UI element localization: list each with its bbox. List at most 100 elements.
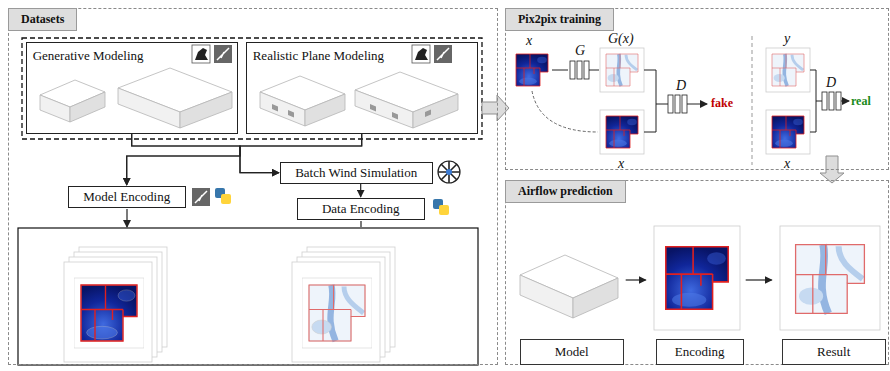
building-illustration xyxy=(272,104,431,119)
box-label: Generative Modeling xyxy=(33,48,144,64)
prediction-figure xyxy=(573,278,618,318)
output-label: fake xyxy=(711,97,733,109)
rhino-icon xyxy=(195,48,208,60)
building-illustration xyxy=(118,88,180,128)
building-illustration xyxy=(70,92,105,122)
pix2pix-figure xyxy=(552,70,568,71)
wind-icon xyxy=(438,161,460,183)
stage-column: Encoding xyxy=(648,215,744,365)
rhino-icon xyxy=(192,45,210,63)
pix2pix-figure xyxy=(602,112,642,152)
flow-line xyxy=(360,221,361,227)
group-outline xyxy=(22,38,482,139)
image-stack xyxy=(74,278,144,348)
box-label: Data Encoding xyxy=(322,201,400,217)
grasshopper-icon xyxy=(214,45,232,63)
pix2pix-figure xyxy=(768,50,808,90)
process-box: Batch Wind Simulation xyxy=(280,162,433,184)
panel-title: Pix2pix training xyxy=(505,8,614,31)
modeling-box: Generative Modeling xyxy=(26,42,238,134)
connector xyxy=(626,279,646,280)
connector xyxy=(132,134,279,173)
pix2pix-figure xyxy=(822,92,827,110)
pix2pix-figure xyxy=(584,61,589,79)
box-label: Result xyxy=(817,344,850,360)
pix2pix-figure xyxy=(600,48,644,92)
rhino-icon xyxy=(415,48,428,60)
label-box: Result xyxy=(782,339,886,365)
stage-column: Model xyxy=(512,215,624,365)
image-stack xyxy=(292,262,380,362)
flow-line xyxy=(126,209,127,227)
grasshopper-icon xyxy=(437,48,449,60)
building-illustration xyxy=(180,92,232,128)
wind-icon xyxy=(438,161,460,183)
prediction-figure xyxy=(520,275,573,318)
box-label: Encoding xyxy=(675,344,725,360)
wind-icon xyxy=(446,169,452,175)
building-illustration xyxy=(260,92,305,126)
modeling-box: Realistic Plane Modeling xyxy=(246,42,478,134)
prediction-figure xyxy=(787,236,873,322)
image-stack xyxy=(64,247,395,362)
grasshopper-icon xyxy=(195,191,207,203)
math-label: D xyxy=(676,79,686,93)
prediction-figure xyxy=(654,226,740,330)
building-illustration xyxy=(40,95,70,122)
connector xyxy=(360,184,361,197)
stage-column: Result xyxy=(774,215,886,365)
pix2pix-figure xyxy=(570,61,575,79)
grasshopper-icon xyxy=(192,45,452,206)
process-box: Data Encoding xyxy=(297,198,425,220)
prediction-figure xyxy=(520,226,880,330)
prediction-figure xyxy=(658,239,736,317)
panel: Airflow predictionModelEncodingResult xyxy=(505,180,889,365)
pix2pix-figure xyxy=(532,91,598,132)
connector xyxy=(746,279,772,280)
building-illustration xyxy=(355,90,413,128)
rhino-icon xyxy=(192,45,430,63)
pix2pix-figure xyxy=(577,61,582,79)
pix2pix-figure xyxy=(687,104,707,105)
math-label: G xyxy=(575,44,585,58)
dataset-box xyxy=(18,228,478,365)
pix2pix-figure xyxy=(602,50,642,90)
process-box: Model Encoding xyxy=(68,186,186,208)
math-label: x xyxy=(618,157,624,171)
pix2pix-figure xyxy=(766,110,810,154)
panel-title: Datasets xyxy=(8,8,77,31)
pix2pix-figure xyxy=(600,110,644,154)
rhino-icon xyxy=(412,45,430,63)
grasshopper-icon xyxy=(434,45,452,63)
grasshopper-icon xyxy=(217,48,229,60)
connector xyxy=(127,134,240,185)
math-label: x xyxy=(526,34,532,48)
prediction-figure xyxy=(780,226,880,330)
building-illustration xyxy=(40,68,458,128)
box-label: Model Encoding xyxy=(83,189,170,205)
grasshopper-icon xyxy=(192,188,210,206)
math-label: y xyxy=(784,32,790,46)
label-box: Encoding xyxy=(656,339,744,365)
output-label: real xyxy=(851,95,871,107)
building-illustration xyxy=(413,94,458,128)
pix2pix-figure xyxy=(766,48,810,92)
pix2pix-figure xyxy=(675,95,680,113)
pix2pix-figure xyxy=(810,70,822,132)
image-stack xyxy=(64,262,152,362)
python-icon xyxy=(221,194,231,204)
pix2pix-figure xyxy=(512,36,849,165)
panel: DatasetsGenerative Modeling Realistic Pla… xyxy=(8,8,498,365)
box-label: Model xyxy=(555,344,589,360)
prediction-figure xyxy=(520,255,618,318)
building-illustration xyxy=(305,94,345,126)
pix2pix-figure xyxy=(682,95,687,113)
wind-icon xyxy=(438,161,460,183)
math-label: x xyxy=(784,157,790,171)
pix2pix-figure xyxy=(841,101,849,102)
pix2pix-figure xyxy=(589,70,599,71)
pix2pix-figure xyxy=(644,70,668,132)
pix2pix-figure xyxy=(836,92,841,110)
